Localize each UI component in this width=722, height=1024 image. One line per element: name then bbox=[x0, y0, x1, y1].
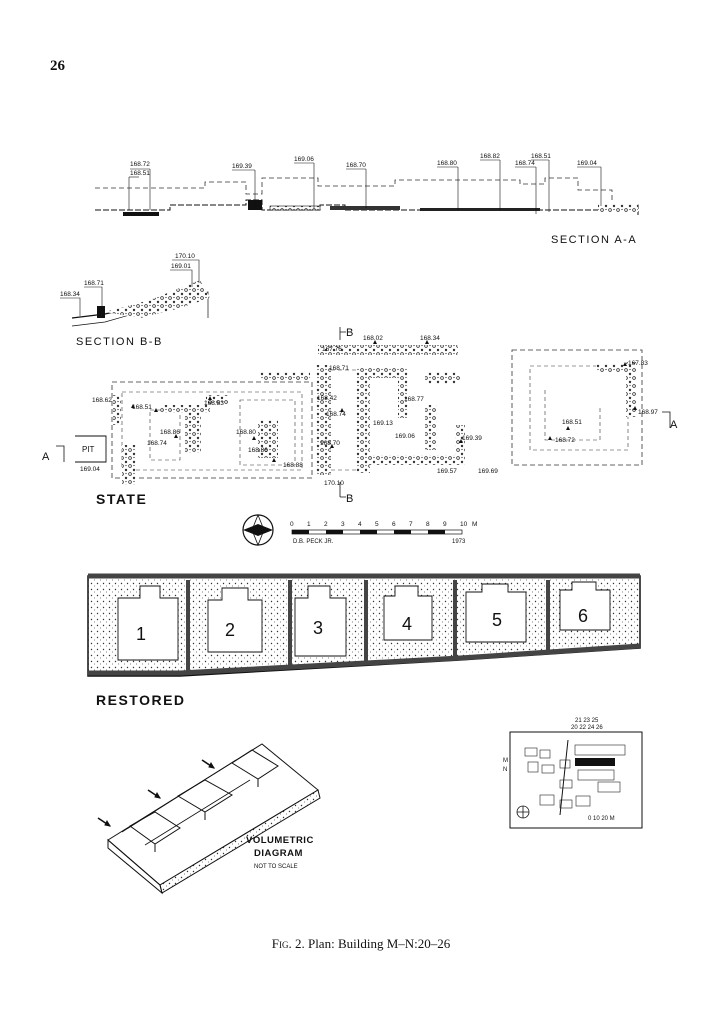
restored-plan: 1 2 3 4 5 6 RESTORED bbox=[87, 573, 641, 708]
section-bb: 170.10 169.01 168.71 168.34 SECTION B-B bbox=[60, 253, 210, 348]
page-number: 26 bbox=[50, 58, 65, 74]
elev-aa-6: 168.80 bbox=[437, 160, 457, 167]
elev-st-15: 168.70 bbox=[320, 440, 340, 447]
scale-tick-6: 6 bbox=[392, 521, 396, 528]
section-bb-title: SECTION B-B bbox=[76, 336, 163, 348]
scale-tick-1: 1 bbox=[307, 521, 311, 528]
elev-aa-1: 168.72 bbox=[130, 161, 150, 168]
elev-aa-9: 168.51 bbox=[531, 153, 551, 160]
figure-caption: Fig. 2. Plan: Building M–N:20–26 bbox=[0, 936, 722, 952]
state-title: STATE bbox=[96, 491, 147, 507]
elev-st-3: 167.76 bbox=[322, 346, 342, 353]
volumetric-line3: NOT TO SCALE bbox=[254, 864, 298, 870]
volumetric-line1: VOLUMETRIC bbox=[246, 835, 314, 846]
section-aa: 168.72 168.51 169.39 169.06 168.70 168.8… bbox=[95, 153, 639, 246]
volumetric-diagram bbox=[97, 743, 321, 895]
north-arrow-icon bbox=[242, 513, 274, 547]
elev-bb-4: 168.34 bbox=[60, 291, 80, 298]
scale-tick-8: 8 bbox=[426, 521, 430, 528]
elev-bb-2: 169.01 bbox=[171, 263, 191, 270]
state-plan: B B PIT A bbox=[42, 327, 679, 507]
key-top-row1: 21 23 25 bbox=[575, 718, 599, 724]
room-3-label: 3 bbox=[313, 618, 323, 638]
scale-tick-10: 10 bbox=[460, 521, 468, 528]
room-4-label: 4 bbox=[402, 614, 412, 634]
entry-arrow-icon-3 bbox=[201, 759, 216, 769]
scale-tick-5: 5 bbox=[375, 521, 379, 528]
pit-label: PIT bbox=[82, 445, 95, 454]
elev-st-14: 168.74 bbox=[147, 440, 167, 447]
elev-st-5: 168.62 bbox=[92, 397, 112, 404]
section-aa-title: SECTION A-A bbox=[551, 234, 637, 246]
elev-st-10: 168.74 bbox=[326, 411, 346, 418]
elev-st-22: 169.69 bbox=[478, 468, 498, 475]
key-plan: 21 23 25 20 22 24 26 M N 0 10 20 M bbox=[503, 718, 643, 829]
elev-aa-4: 169.06 bbox=[294, 156, 314, 163]
figure-number: Fig. 2. bbox=[271, 936, 305, 951]
elev-st-11: 169.13 bbox=[373, 420, 393, 427]
elev-st-6: 168.53 bbox=[204, 400, 224, 407]
elev-st-12: 168.86 bbox=[160, 429, 180, 436]
elev-aa-2: 168.51 bbox=[130, 170, 150, 177]
restored-title: RESTORED bbox=[96, 692, 186, 708]
elev-st-24: 167.83 bbox=[628, 360, 648, 367]
elev-aa-7: 168.82 bbox=[480, 153, 500, 160]
elev-aa-10: 169.04 bbox=[577, 160, 597, 167]
room-1-label: 1 bbox=[136, 624, 146, 644]
figure-title: Plan: Building M–N:20–26 bbox=[304, 936, 451, 951]
elev-st-19: 168.88 bbox=[283, 462, 303, 469]
elev-st-27: 168.72 bbox=[555, 437, 575, 444]
elev-bb-1: 170.10 bbox=[175, 253, 195, 260]
scale-tick-0: 0 bbox=[290, 521, 294, 528]
key-side-n: N bbox=[503, 767, 507, 773]
elev-st-4: 168.71 bbox=[329, 365, 349, 372]
room-6-label: 6 bbox=[578, 606, 588, 626]
elev-st-21: 169.57 bbox=[437, 468, 457, 475]
scale-bar: 0 1 2 3 4 5 6 7 8 9 10 M D.B. PECK JR. 1… bbox=[290, 521, 477, 545]
elev-st-16: 169.06 bbox=[395, 433, 415, 440]
elev-st-17: 169.39 bbox=[462, 435, 482, 442]
key-scale: 0 10 20 M bbox=[588, 816, 615, 822]
elev-aa-8: 168.74 bbox=[515, 160, 535, 167]
elev-st-1: 168.02 bbox=[363, 335, 383, 342]
elev-bb-3: 168.71 bbox=[84, 280, 104, 287]
elev-st-2: 168.34 bbox=[420, 335, 440, 342]
elev-st-20: 169.04 bbox=[80, 466, 100, 473]
elev-st-9: 168.77 bbox=[404, 396, 424, 403]
scale-tick-9: 9 bbox=[443, 521, 447, 528]
elev-aa-5: 168.70 bbox=[346, 162, 366, 169]
scale-tick-3: 3 bbox=[341, 521, 345, 528]
scale-tick-2: 2 bbox=[324, 521, 328, 528]
elev-st-26: 168.51 bbox=[562, 419, 582, 426]
entry-arrow-icon-1 bbox=[97, 817, 112, 827]
marker-b-bottom: B bbox=[346, 493, 355, 505]
elev-st-18: 168.86 bbox=[248, 447, 268, 454]
elev-st-13: 168.80 bbox=[236, 429, 256, 436]
volumetric-line2: DIAGRAM bbox=[254, 848, 303, 859]
elev-st-25: 168.97 bbox=[638, 409, 658, 416]
drawing-credit: D.B. PECK JR. bbox=[293, 539, 334, 545]
marker-b-top: B bbox=[346, 327, 355, 339]
marker-a-left: A bbox=[42, 451, 51, 463]
key-top-row2: 20 22 24 26 bbox=[571, 725, 603, 731]
elev-aa-3: 169.39 bbox=[232, 163, 252, 170]
building-highlight bbox=[575, 758, 615, 766]
scale-tick-7: 7 bbox=[409, 521, 413, 528]
room-2-label: 2 bbox=[225, 620, 235, 640]
scale-unit: M bbox=[472, 521, 477, 528]
key-side-m: M bbox=[503, 758, 508, 764]
marker-a-right: A bbox=[670, 419, 679, 431]
elev-st-7: 168.51 bbox=[132, 404, 152, 411]
entry-arrow-icon-2 bbox=[147, 789, 162, 799]
drawing-year: 1973 bbox=[452, 539, 466, 545]
room-5-label: 5 bbox=[492, 610, 502, 630]
elev-st-8: 168.42 bbox=[317, 395, 337, 402]
elev-st-23: 170.10 bbox=[324, 480, 344, 487]
scale-tick-4: 4 bbox=[358, 521, 362, 528]
